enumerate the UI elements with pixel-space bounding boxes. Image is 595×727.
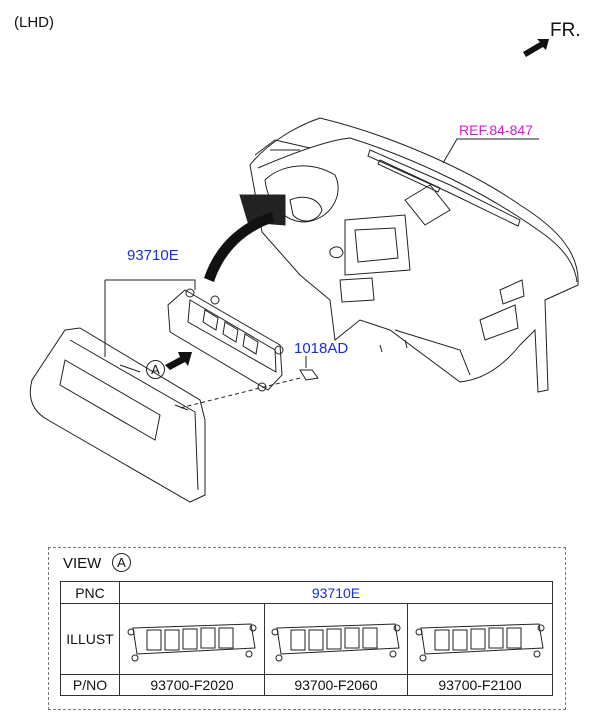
location-pointer — [204, 212, 274, 282]
part-leader-bracket — [104, 279, 196, 357]
view-table-frame — [48, 547, 566, 710]
variant-label: (LHD) — [14, 14, 54, 31]
crash-pad-lower-panel — [29, 327, 206, 503]
pnc-callout[interactable]: 93710E — [127, 247, 179, 264]
view-marker: A — [146, 360, 165, 379]
front-direction-arrow-icon — [523, 39, 549, 57]
illust-3 — [407, 603, 553, 675]
dashboard-panel — [239, 117, 579, 393]
switch-illustration-icon — [127, 622, 257, 661]
view-a-arrow-icon — [165, 352, 192, 370]
switch-assembly — [167, 288, 284, 392]
view-title-marker: A — [112, 553, 131, 572]
part-number-1[interactable]: 93700-F2020 — [119, 674, 265, 696]
pno-row-label: P/NO — [60, 674, 120, 696]
reference-leader-line — [442, 138, 539, 164]
part-number-2[interactable]: 93700-F2060 — [264, 674, 408, 696]
pnc-value[interactable]: 93710E — [119, 581, 553, 604]
switch-illustration-icon — [415, 622, 545, 661]
view-title: VIEW — [63, 555, 102, 572]
illust-row-label: ILLUST — [60, 603, 120, 675]
illust-2 — [264, 603, 408, 675]
switch-illustration-icon — [271, 622, 401, 661]
part-number-3[interactable]: 93700-F2100 — [407, 674, 553, 696]
front-direction-label: FR. — [550, 20, 581, 41]
bolt-dashed-line — [179, 377, 301, 409]
pnc-row-label: PNC — [60, 581, 120, 604]
bolt-icon — [299, 356, 319, 381]
exploded-view-drawing — [29, 39, 579, 503]
view-table: PNC 93710E ILLUST — [60, 581, 553, 696]
illust-1 — [119, 603, 265, 675]
reference-label: REF.84-847 — [459, 122, 533, 138]
bolt-callout[interactable]: 1018AD — [294, 340, 349, 357]
